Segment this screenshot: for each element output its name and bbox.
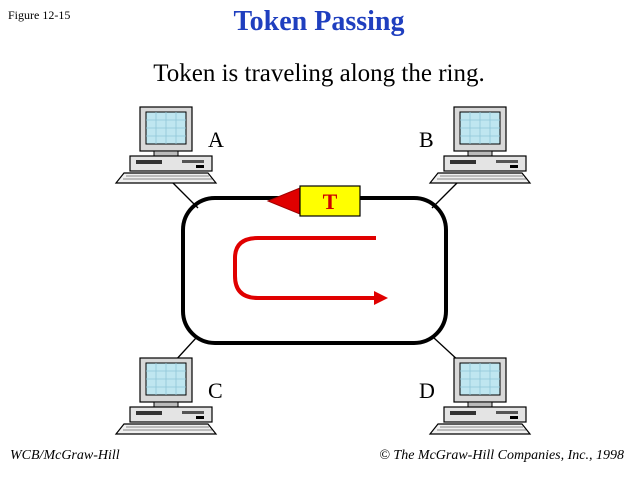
station-a-computer-icon xyxy=(115,106,217,184)
link-b xyxy=(431,181,459,209)
page-title: Token Passing xyxy=(233,6,405,37)
token-box xyxy=(299,185,361,217)
publisher-footer: WCB/McGraw-Hill xyxy=(10,448,120,463)
token-arrow-head xyxy=(266,187,301,215)
flow-arrow-head xyxy=(374,291,388,305)
station-b-computer-icon xyxy=(429,106,531,184)
copyright-footer: © The McGraw-Hill Companies, Inc., 1998 xyxy=(379,448,624,463)
diagram-caption: Token is traveling along the ring. xyxy=(153,60,485,87)
station-c-label: C xyxy=(208,378,223,403)
station-b-label: B xyxy=(419,127,434,152)
station-c-computer-icon xyxy=(115,357,217,435)
station-d-label: D xyxy=(419,378,435,403)
ring xyxy=(181,196,448,345)
station-a-label: A xyxy=(208,127,224,152)
token: T xyxy=(266,185,361,217)
figure-label: Figure 12-15 xyxy=(8,8,71,22)
token-label: T xyxy=(323,189,338,214)
flow-arrow xyxy=(233,236,388,305)
station-d-computer-icon xyxy=(429,357,531,435)
